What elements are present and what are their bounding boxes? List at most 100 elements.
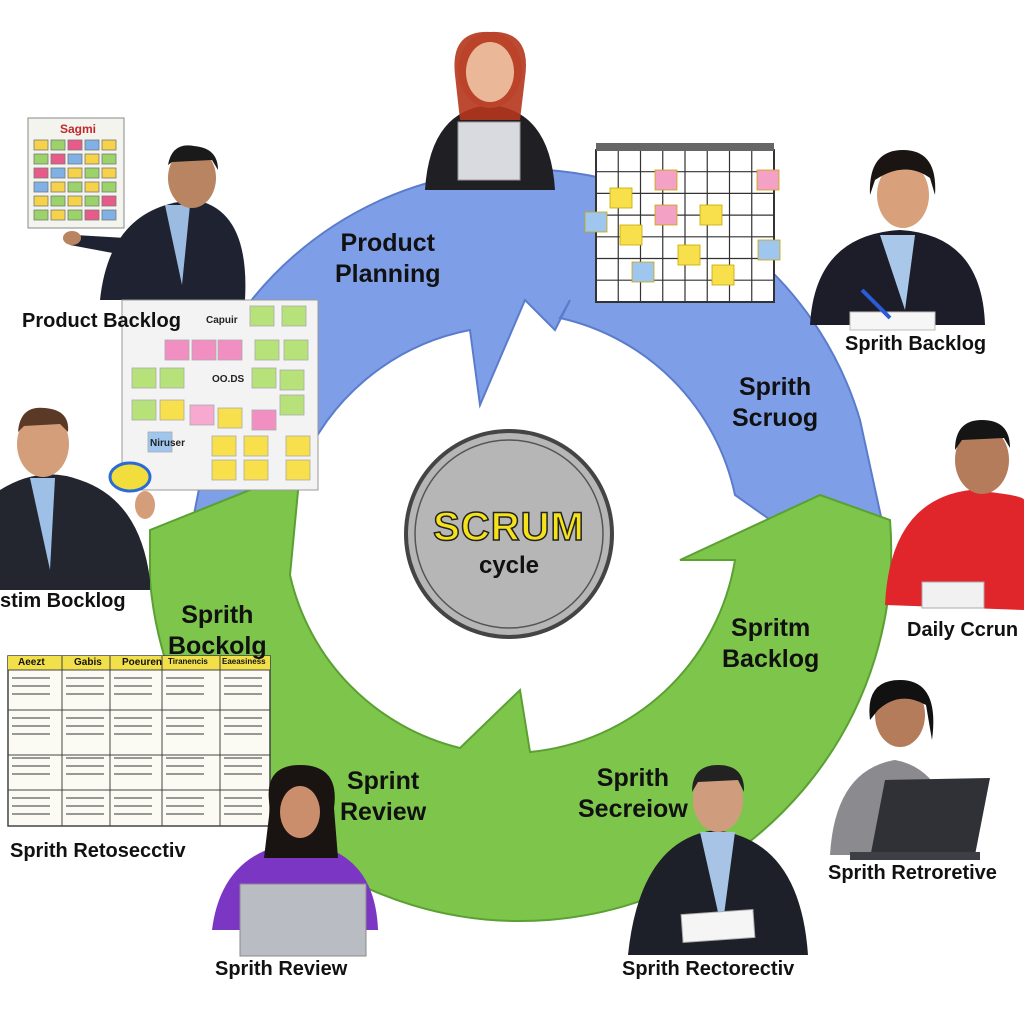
decor-cell xyxy=(50,153,66,165)
ring-label-sprint-review-left: Sprint Review xyxy=(340,767,427,827)
decor-cell xyxy=(67,195,83,207)
decor-cell xyxy=(189,404,215,426)
decor-cell xyxy=(101,153,117,165)
person-bottom-center xyxy=(628,765,808,955)
sprint-calendar xyxy=(584,143,781,303)
decor-cell xyxy=(254,339,280,361)
decor-cell xyxy=(84,195,100,207)
chart-sheet-title: Sagmi xyxy=(60,122,97,136)
decor-cell xyxy=(67,167,83,179)
board-tag-3: OO.DS xyxy=(212,374,245,385)
decor-cell xyxy=(84,181,100,193)
decor-cell xyxy=(285,435,311,457)
table-header-1: Aeezt xyxy=(18,657,45,668)
decor-cell xyxy=(243,435,269,457)
person-middle-left xyxy=(0,407,155,590)
decor-cell xyxy=(281,305,307,327)
decor-cell xyxy=(584,211,608,233)
person-right-red-hoodie xyxy=(885,420,1024,610)
ring-label-sprint-backlog-right: Spritm Backlog xyxy=(722,614,820,674)
decor-cell xyxy=(251,409,277,431)
label-retrospective-left: Sprith Retosecctiv xyxy=(10,840,186,862)
label-sprint-backlog-top-right: Sprith Backlog xyxy=(845,333,987,355)
decor-cell xyxy=(101,167,117,179)
label-retrospective-right: Sprith Retroretive xyxy=(828,862,997,884)
decor-cell xyxy=(279,394,305,416)
table-header-2: Gabis xyxy=(74,657,102,668)
label-retrospective-bottom: Sprith Rectorectiv xyxy=(622,958,795,980)
decor-cell xyxy=(159,399,185,421)
center-title: SCRUM xyxy=(432,504,585,550)
decor-cell xyxy=(33,209,49,221)
decor-cell xyxy=(249,305,275,327)
decor-cell xyxy=(33,181,49,193)
decor-cell xyxy=(33,195,49,207)
decor-cell xyxy=(50,195,66,207)
decor-cell xyxy=(67,139,83,151)
decor-cell xyxy=(50,167,66,179)
decor-cell xyxy=(654,169,678,191)
decor-cell xyxy=(33,153,49,165)
decor-cell xyxy=(84,153,100,165)
decor-cell xyxy=(67,209,83,221)
decor-cell xyxy=(84,139,100,151)
label-daily-scrum: Daily Ccrun xyxy=(907,619,1019,641)
decor-cell xyxy=(279,369,305,391)
decor-cell xyxy=(147,431,173,453)
decor-cell xyxy=(756,169,780,191)
decor-cell xyxy=(711,264,735,286)
decor-cell xyxy=(757,239,781,261)
person-bottom-right xyxy=(830,680,990,860)
decor-cell xyxy=(211,435,237,457)
decor-cell xyxy=(211,459,237,481)
decor-cell xyxy=(84,209,100,221)
decor-cell xyxy=(699,204,723,226)
decor-cell xyxy=(159,367,185,389)
decor-cell xyxy=(191,339,217,361)
person-top-center xyxy=(425,31,555,190)
ring-label-sprint-scrum: Sprith Scruog xyxy=(732,373,819,433)
ring-label-product-planning: Product Planning xyxy=(335,229,441,289)
decor-cell xyxy=(50,139,66,151)
decor-cell xyxy=(33,167,49,179)
decor-cell xyxy=(101,209,117,221)
label-product-backlog: Product Backlog xyxy=(22,310,181,332)
table-header-3: Poeuren xyxy=(122,657,163,668)
decor-cell xyxy=(217,407,243,429)
decor-cell xyxy=(285,459,311,481)
table-header-5: Eaeasiness xyxy=(222,657,266,666)
decor-cell xyxy=(131,399,157,421)
decor-cell xyxy=(33,139,49,151)
decor-cell xyxy=(67,181,83,193)
decor-cell xyxy=(50,181,66,193)
decor-cell xyxy=(217,339,243,361)
chart-sheet xyxy=(27,117,125,229)
decor-cell xyxy=(164,339,190,361)
decor-cell xyxy=(283,339,309,361)
requirements-table xyxy=(7,655,271,827)
decor-cell xyxy=(631,261,655,283)
table-header-4: Tiranencis xyxy=(168,657,208,666)
ring-label-sprint-backlog-left: Sprith Bockolg xyxy=(168,601,267,661)
decor-cell xyxy=(243,459,269,481)
decor-cell xyxy=(251,367,277,389)
decor-cell xyxy=(101,195,117,207)
sticky-note-board xyxy=(121,299,319,491)
person-bottom-left xyxy=(212,765,378,957)
decor-cell xyxy=(131,367,157,389)
board-tag-2: Niruser xyxy=(150,438,186,449)
ring-label-sprint-review-inner: Sprith Secreiow xyxy=(578,764,688,824)
decor-cell xyxy=(84,167,100,179)
person-top-left xyxy=(63,145,246,300)
label-review-bottom: Sprith Review xyxy=(215,958,348,980)
decor-cell xyxy=(619,224,643,246)
board-tag-1: Capuir xyxy=(206,315,238,326)
decor-cell xyxy=(654,204,678,226)
decor-cell xyxy=(50,209,66,221)
decor-cell xyxy=(101,139,117,151)
center-circle xyxy=(404,429,614,639)
decor-cell xyxy=(101,181,117,193)
decor-cell xyxy=(67,153,83,165)
